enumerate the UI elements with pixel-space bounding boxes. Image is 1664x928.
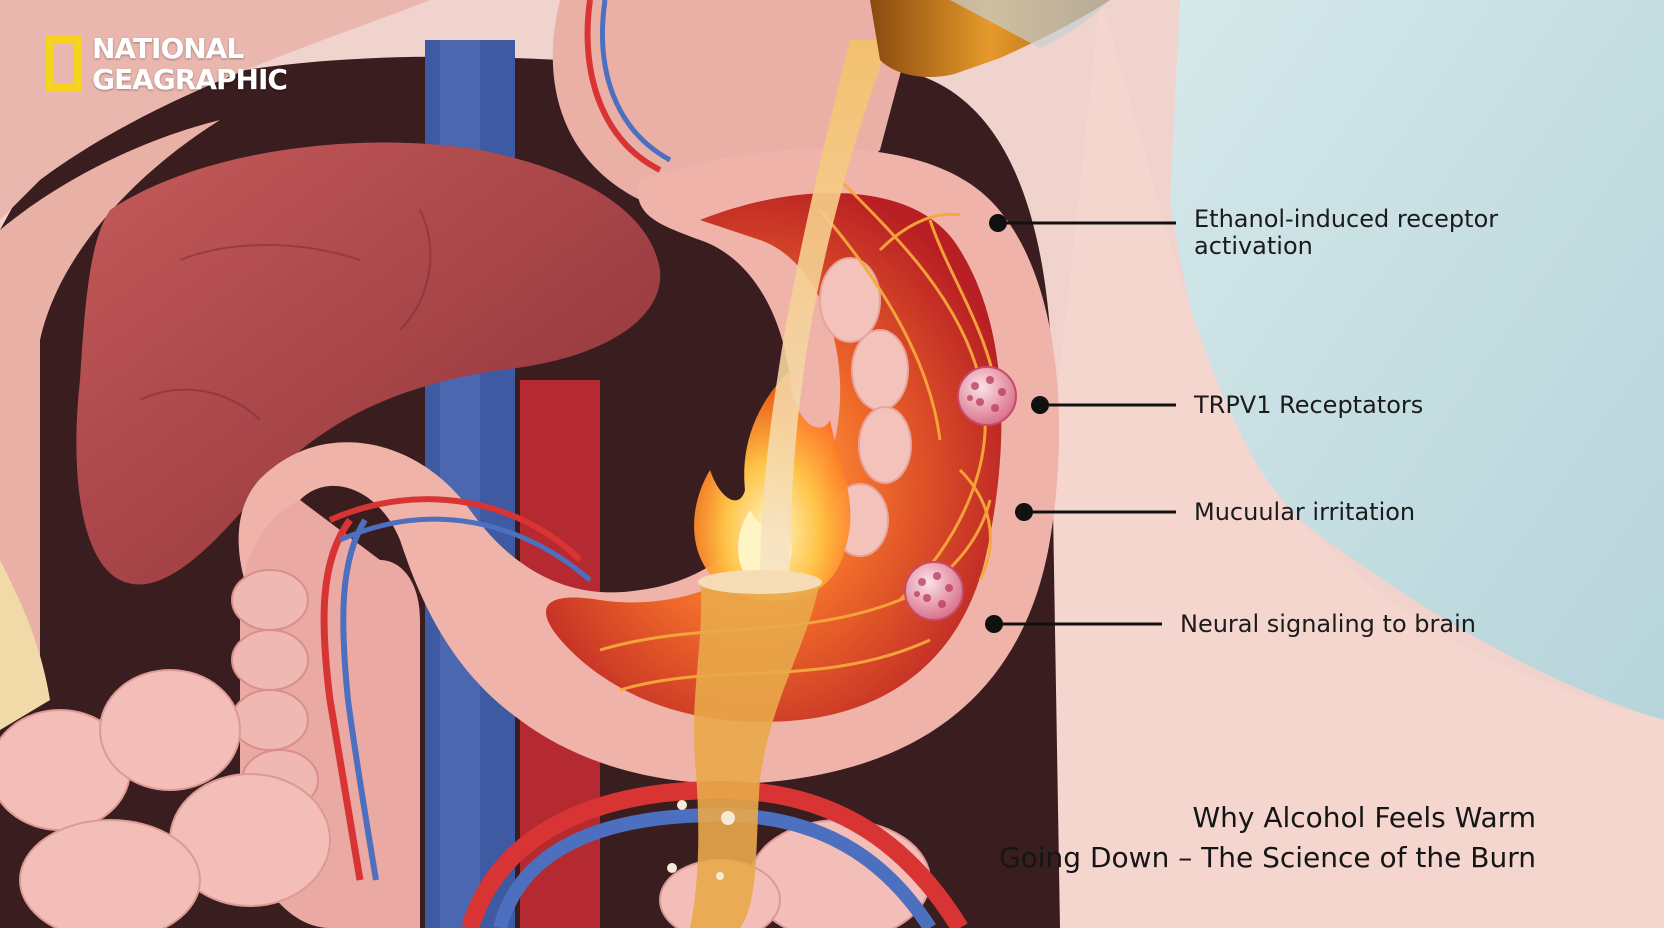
callout-trpv1-receptors: TRPV1 Receptators [1194,392,1423,419]
callout-neural-signaling: Neural signaling to brain [1180,611,1476,638]
brand-name: NATIONAL GEAGRAPHIC [92,32,288,96]
figure-caption: Why Alcohol Feels Warm Going Down – The … [999,798,1536,878]
logo-frame-icon [46,36,82,92]
caption-line-1: Why Alcohol Feels Warm [1192,801,1536,834]
callout-line: Neural signaling to brain [1180,610,1476,638]
callout-leader [1015,503,1176,521]
callout-mucosal-irritation: Mucuular irritation [1194,499,1415,526]
callout-ethanol-receptor-activation: Ethanol-induced receptor activation [1194,206,1498,260]
receptor-icon [904,561,964,621]
liquid-drop-icon [667,40,890,928]
caption-line-2: Going Down – The Science of the Burn [998,841,1536,874]
receptor-icon [957,366,1017,426]
callout-line: Ethanol-induced receptor [1194,205,1499,233]
callout-leader [985,615,1162,633]
callout-line: TRPV1 Receptators [1194,391,1424,419]
callout-leader [989,214,1176,232]
liver [76,142,661,585]
callout-line: activation [1194,232,1313,260]
callout-leader [1031,396,1176,414]
brand-line-2: GEAGRAPHIC [92,63,288,96]
brand-logo: NATIONAL GEAGRAPHIC [46,32,288,96]
brand-line-1: NATIONAL [92,32,244,65]
callout-line: Mucuular irritation [1194,498,1416,526]
